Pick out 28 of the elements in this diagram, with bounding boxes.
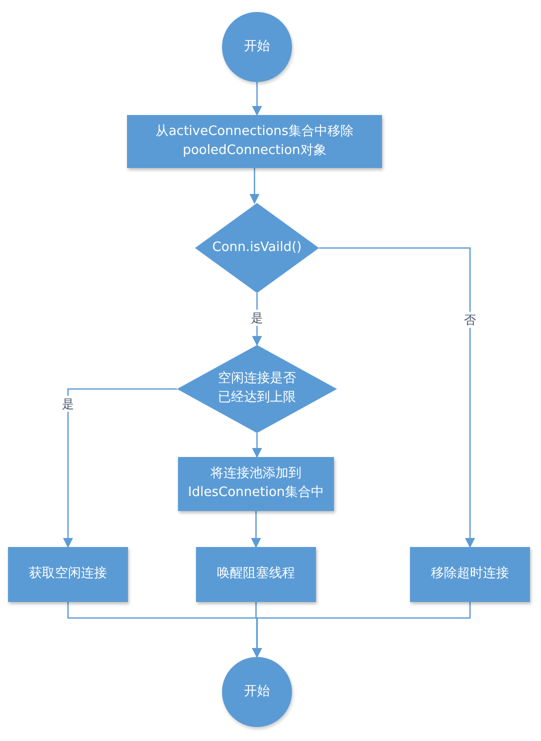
arrow (252, 602, 471, 658)
node-label: 获取空闲连接 (29, 565, 107, 584)
terminal-circle (222, 12, 292, 82)
process-box (196, 547, 316, 602)
process-box (127, 115, 382, 168)
process-box (410, 547, 530, 602)
node-label: 移除超时连接 (431, 565, 509, 584)
arrow (252, 433, 262, 458)
decision-diamond (177, 345, 337, 433)
arrow (251, 511, 261, 548)
edge-label: 是 (62, 396, 74, 412)
arrow (63, 388, 177, 548)
node-label: 将连接池添加到IdlesConnetion集合中 (188, 465, 324, 502)
process-box (8, 547, 128, 602)
node-label: 开始 (244, 38, 270, 56)
process-box (178, 457, 334, 511)
arrow (252, 82, 262, 116)
node-label: 唤醒阻塞线程 (217, 565, 295, 584)
node-label: 空闲连接是否已经达到上限 (217, 370, 297, 407)
edge-label: 否 (464, 312, 476, 328)
node-label: Conn.isVaild() (211, 238, 303, 257)
terminal-circle (222, 657, 292, 727)
node-label: 从activeConnections集合中移除pooledConnection对象 (154, 122, 354, 160)
arrow (319, 247, 475, 548)
arrow (250, 168, 260, 204)
node-label: 开始 (244, 682, 270, 701)
edge-label: 是 (251, 310, 263, 326)
decision-diamond (195, 203, 319, 293)
